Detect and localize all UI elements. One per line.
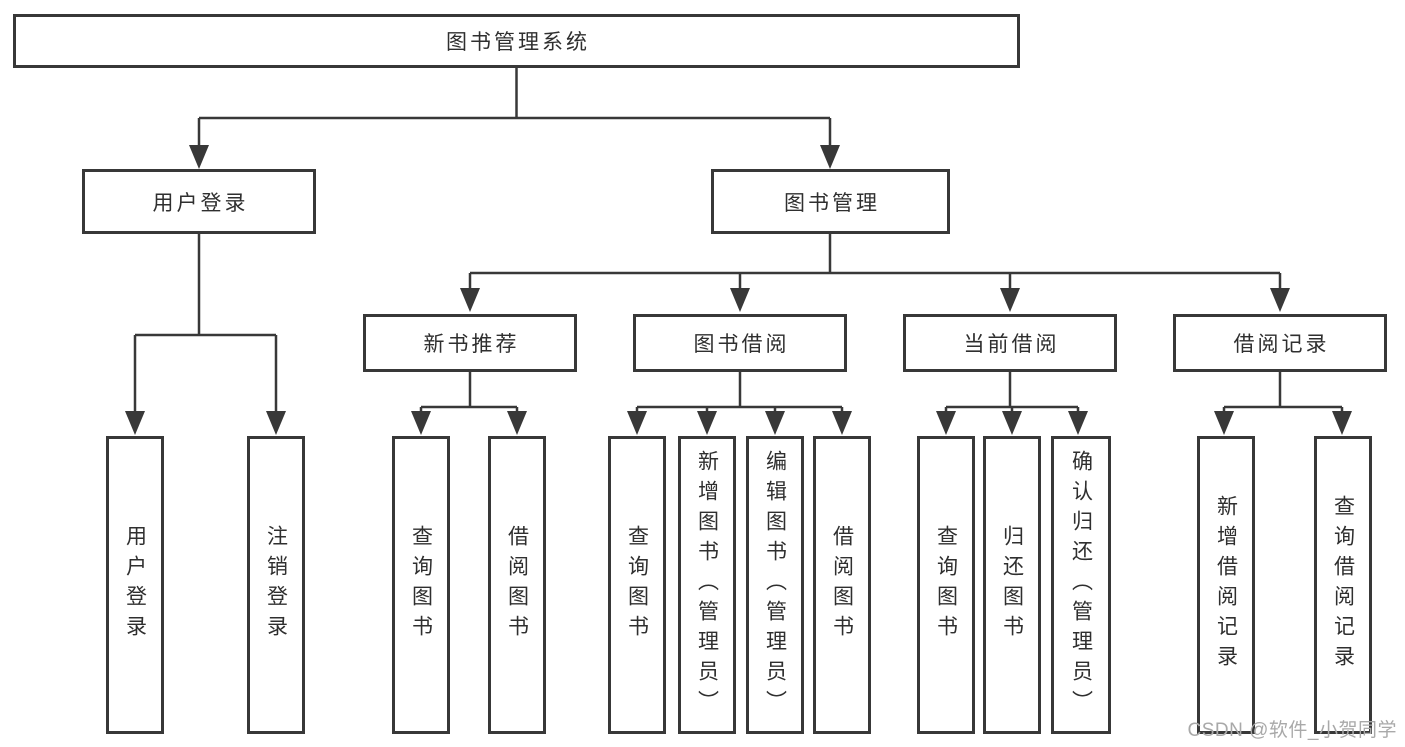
node-borrowing-records: 借阅记录 xyxy=(1173,314,1387,372)
node-label: 新增借阅记录 xyxy=(1214,495,1238,675)
node-leaf-logout: 注销登录 xyxy=(247,436,305,734)
node-leaf-add-borrow-record: 新增借阅记录 xyxy=(1197,436,1255,734)
node-leaf-edit-book-admin: 编辑图书（管理员） xyxy=(746,436,804,734)
node-label: 查询图书 xyxy=(625,525,649,645)
node-new-book-recommend: 新书推荐 xyxy=(363,314,577,372)
node-leaf-return-book: 归还图书 xyxy=(983,436,1041,734)
node-leaf-query-books-borrowing: 查询图书 xyxy=(608,436,666,734)
node-label: 借阅图书 xyxy=(505,525,529,645)
node-label: 新增图书（管理员） xyxy=(695,450,719,720)
node-leaf-confirm-return-admin: 确认归还（管理员） xyxy=(1051,436,1111,734)
node-leaf-borrow-books: 借阅图书 xyxy=(813,436,871,734)
node-label: 查询图书 xyxy=(934,525,958,645)
node-leaf-user-login: 用户登录 xyxy=(106,436,164,734)
node-leaf-query-books-recommend: 查询图书 xyxy=(392,436,450,734)
node-leaf-add-book-admin: 新增图书（管理员） xyxy=(678,436,736,734)
node-label: 注销登录 xyxy=(264,525,288,645)
node-label: 确认归还（管理员） xyxy=(1069,450,1093,720)
node-library-system: 图书管理系统 xyxy=(13,14,1020,68)
node-leaf-query-borrow-record: 查询借阅记录 xyxy=(1314,436,1372,734)
node-label: 借阅图书 xyxy=(830,525,854,645)
node-book-management: 图书管理 xyxy=(711,169,950,234)
node-current-borrowing: 当前借阅 xyxy=(903,314,1117,372)
watermark-text: CSDN @软件_小贺同学 xyxy=(1187,720,1397,741)
node-label: 归还图书 xyxy=(1000,525,1024,645)
node-book-borrowing: 图书借阅 xyxy=(633,314,847,372)
node-label: 编辑图书（管理员） xyxy=(763,450,787,720)
node-user-login: 用户登录 xyxy=(82,169,316,234)
node-leaf-query-books-current: 查询图书 xyxy=(917,436,975,734)
node-label: 查询借阅记录 xyxy=(1331,495,1355,675)
node-label: 用户登录 xyxy=(123,525,147,645)
node-leaf-borrow-books-recommend: 借阅图书 xyxy=(488,436,546,734)
node-label: 查询图书 xyxy=(409,525,433,645)
